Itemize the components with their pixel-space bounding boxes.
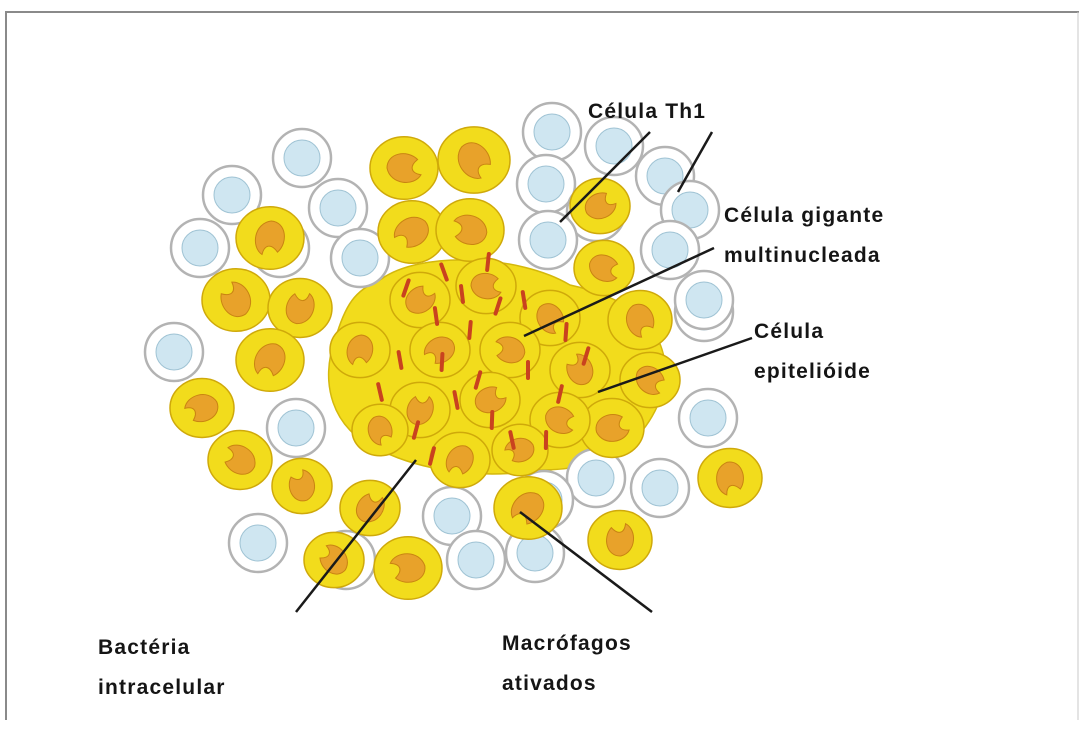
lymphocyte-cell <box>679 389 737 447</box>
macrophage-cell <box>236 329 304 392</box>
lymphocyte-cell <box>641 221 699 279</box>
lymphocyte-cell <box>675 271 733 329</box>
macrophage-cell <box>374 537 442 600</box>
lymphocyte-cell <box>171 219 229 277</box>
lymphocyte-cell <box>517 155 575 213</box>
macrophage-cell <box>438 127 510 193</box>
macrophage-cell <box>492 424 548 476</box>
lymphocyte-cell <box>273 129 331 187</box>
label-epithelioid-cell: Célula epitelióide <box>754 312 871 392</box>
macrophage-cell <box>170 379 234 438</box>
bacterium <box>544 430 548 450</box>
macrophage-cell <box>330 322 390 377</box>
macrophage-cell <box>370 137 438 200</box>
macrophage-cell <box>570 178 630 233</box>
macrophage-cell <box>588 511 652 570</box>
label-intracellular-bacteria: Bactéria intracelular <box>98 628 226 708</box>
macrophage-cell <box>352 404 408 456</box>
lymphocyte-cell <box>447 531 505 589</box>
macrophage-cell <box>430 432 490 487</box>
lymphocyte-cell <box>523 103 581 161</box>
macrophage-cell <box>340 480 400 535</box>
macrophage-cell <box>304 532 364 587</box>
lymphocyte-cell <box>145 323 203 381</box>
label-giant-cell: Célula gigante multinucleada <box>724 196 884 276</box>
macrophage-cell <box>608 291 672 350</box>
bacterium <box>526 360 530 380</box>
macrophage-cell <box>202 269 270 332</box>
lymphocyte-cell <box>631 459 689 517</box>
macrophage-cell <box>480 322 540 377</box>
macrophage-cell <box>698 449 762 508</box>
macrophage-cell <box>208 431 272 490</box>
label-th1-cell: Célula Th1 <box>588 92 706 132</box>
macrophage-cell <box>574 240 634 295</box>
macrophage-cell <box>550 342 610 397</box>
macrophage-cell <box>390 272 450 327</box>
macrophage-cell <box>236 207 304 270</box>
lymphocyte-cell <box>229 514 287 572</box>
macrophage-cell <box>436 199 504 262</box>
lymphocyte-cell <box>519 211 577 269</box>
macrophage-cell <box>272 458 332 513</box>
lymphocyte-cell <box>267 399 325 457</box>
bacterium <box>490 410 495 430</box>
macrophage-cell <box>268 279 332 338</box>
macrophage-cell <box>494 477 562 540</box>
macrophage-cell <box>460 372 520 427</box>
label-activated-macrophages: Macrófagos ativados <box>502 624 632 704</box>
macrophage-cell <box>580 399 644 458</box>
